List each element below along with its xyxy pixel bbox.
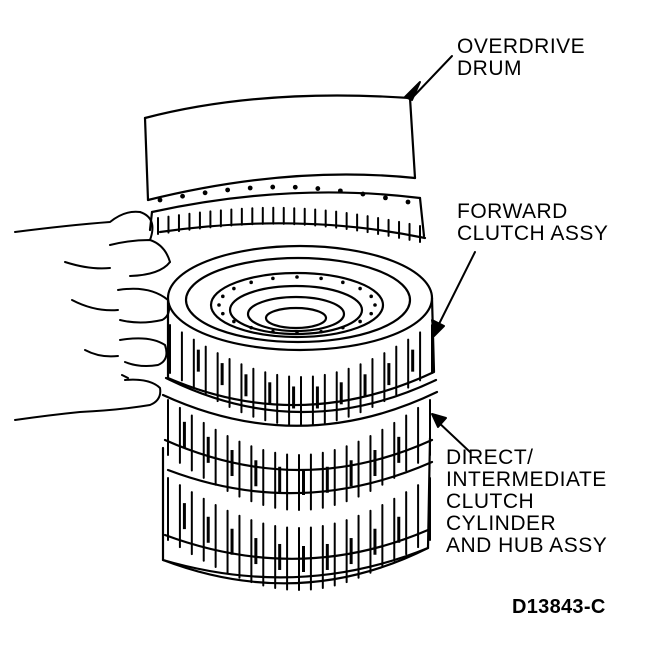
label-forward-clutch-assy: FORWARD CLUTCH ASSY	[457, 200, 609, 245]
hand-holding-assembly	[14, 210, 171, 421]
direct-intermediate-clutch-assembly	[161, 399, 434, 591]
arrow-overdrive-drum	[404, 81, 421, 101]
leader-lines	[404, 55, 476, 453]
arrow-direct-clutch	[431, 413, 447, 428]
label-overdrive-drum: OVERDRIVE DRUM	[457, 35, 586, 80]
overdrive-drum	[143, 94, 427, 243]
arrow-forward-clutch	[431, 319, 445, 337]
forward-clutch-assembly	[161, 244, 439, 471]
leader-direct-clutch	[435, 419, 471, 453]
leader-overdrive-drum	[411, 55, 453, 99]
leader-forward-clutch	[435, 251, 476, 331]
label-direct-intermediate-clutch: DIRECT/ INTERMEDIATE CLUTCH CYLINDER AND…	[446, 446, 608, 557]
figure-id: D13843-C	[512, 596, 606, 618]
